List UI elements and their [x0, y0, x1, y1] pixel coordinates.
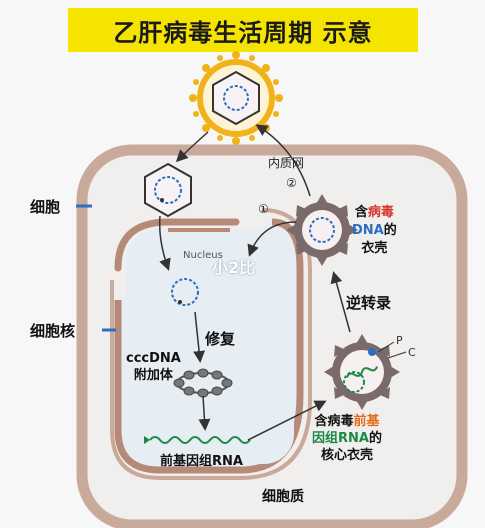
title-banner: 乙肝病毒生活周期 示意	[68, 8, 418, 52]
cccdna-label: cccDNA 附加体	[126, 351, 181, 383]
nucleoplasm	[126, 230, 294, 464]
nucleus-en-label: Nucleus	[183, 250, 223, 261]
arrow-recycle-to-nucleus	[247, 221, 297, 257]
arrow-capsid-to-nucleus	[158, 215, 171, 271]
pgrna-core-capsid	[324, 334, 400, 410]
arrow-transcription	[198, 395, 211, 431]
repair-label: 修复	[205, 330, 236, 348]
pgrna-label: 前基因组RNA	[160, 454, 243, 469]
pgrna-capsid-label: 含病毒前基 因组RNA的 核心衣壳	[312, 414, 382, 463]
dna-capsid-label: 含病毒 DNA的 衣壳	[352, 205, 397, 256]
core-c-label: C	[408, 346, 416, 359]
arrow-to-er-secretion	[255, 124, 311, 197]
nucleus-label: 细胞核	[30, 322, 76, 340]
diagram-title: 乙肝病毒生活周期 示意	[113, 18, 373, 47]
pregenomic-rna-strand	[149, 436, 251, 444]
arrow-repair	[193, 311, 206, 363]
c-pointer	[387, 351, 407, 359]
step-1-marker: ①	[258, 202, 269, 216]
pgrna-arrow-head	[144, 436, 150, 444]
mature-virion	[189, 51, 283, 145]
p-pointer	[377, 341, 395, 353]
step-2-marker: ②	[286, 176, 297, 190]
dna-core-capsid	[286, 194, 358, 266]
arrow-virion-to-capsid	[175, 131, 209, 163]
relaxed-circular-dna	[171, 278, 199, 306]
reverse-transcription-label: 逆转录	[346, 294, 392, 312]
nucleus-membrane-top-left	[114, 218, 240, 272]
entering-capsid	[144, 162, 192, 218]
cytoplasm-label: 细胞质	[262, 489, 304, 505]
cell-label: 细胞	[30, 198, 61, 216]
polymerase-p-label: P	[396, 334, 403, 347]
arrow-reverse-transcription	[330, 271, 351, 333]
arrow-pgrna-export	[247, 400, 327, 441]
watermark-logo: 小2比	[212, 258, 256, 277]
er-label: 内质网	[268, 156, 305, 170]
cccdna-minichromosome	[173, 368, 233, 398]
